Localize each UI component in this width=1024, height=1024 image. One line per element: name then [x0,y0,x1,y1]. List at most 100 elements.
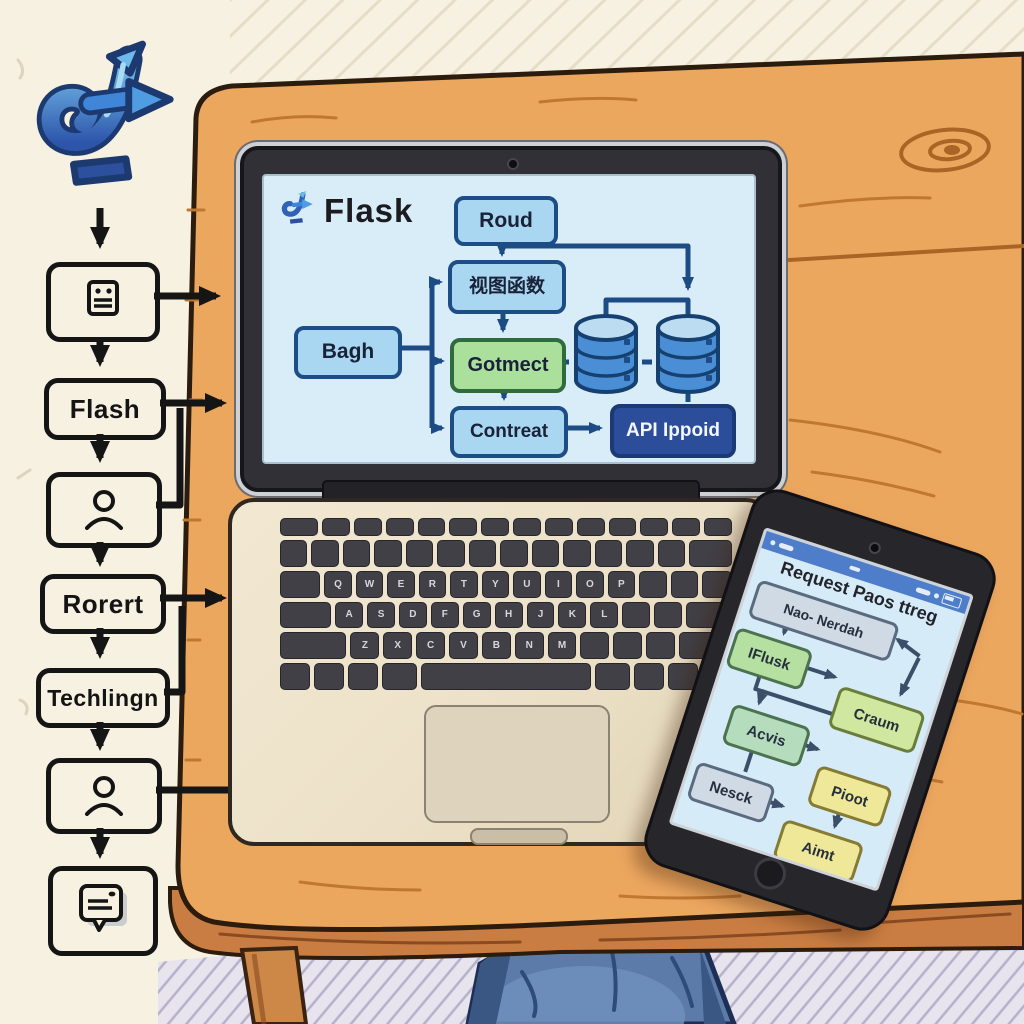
flow-box-chat-note [48,866,158,956]
keyboard-key [405,540,434,567]
keyboard-key [417,518,446,536]
keyboard-key [280,570,321,598]
database-icon [652,312,724,398]
keyboard-key [670,570,699,598]
keyboard-key [689,540,733,567]
webcam-icon [507,158,519,170]
diagram-node-bagh: Bagh [294,326,402,379]
flow-box-form-card [46,262,160,342]
keyboard-key [313,663,344,690]
keyboard-key [640,518,669,536]
flow-box-flash: Flash [44,378,166,440]
keyboard-key: G [462,601,491,629]
keyboard-key [672,518,701,536]
diagram-node-gotmect: Gotmect [450,338,566,393]
keyboard-key [626,540,654,567]
table-leg [239,945,309,1024]
keyboard-key [374,540,402,567]
keyboard-key: V [449,632,478,660]
keyboard-key [381,663,418,690]
keyboard-key [622,601,651,629]
flask-j-logo-icon [280,190,316,231]
tablet-camera-icon [867,540,883,556]
laptop-screen: Flask [240,146,782,492]
trackpad [424,705,610,823]
diagram-node-roud: Roud [454,196,558,246]
keyboard-key: S [367,601,395,629]
keyboard-key [613,632,643,660]
keyboard-key: C [416,632,446,660]
keyboard-key [280,518,319,536]
keyboard-key [385,518,414,536]
form-card-icon [79,277,127,328]
keyboard-key [280,540,308,567]
keyboard-key: K [558,601,587,629]
flask-title: Flask [324,191,414,229]
keyboard-key: D [398,601,427,629]
keyboard-key [639,570,667,598]
keyboard-key: X [383,632,413,660]
keyboard-key [322,518,350,536]
keyboard-key [481,518,510,536]
keyboard-key: M [547,632,577,660]
keyboard-key [311,540,339,567]
flow-box-person-2 [46,758,162,834]
flow-box-person-1 [46,472,162,548]
keyboard-key: W [355,570,384,598]
keyboard-key: R [418,570,447,598]
keyboard-key [657,540,686,567]
diagram-node-view-function: 视图函数 [448,260,566,314]
keyboard-key [594,663,631,690]
laptop-screen-content: Flask [262,174,756,464]
keyboard-key [634,663,665,690]
keyboard-key [531,540,560,567]
flow-label: Rorert [62,588,144,619]
keyboard-key [704,518,732,536]
keyboard-key: P [607,570,636,598]
flow-box-techlingn: Techlingn [36,668,170,728]
keyboard-key [437,540,465,567]
person-icon [81,772,127,821]
chat-note-icon [77,882,129,941]
diagram-node-contreat: Contreat [450,406,568,458]
flow-label: Techlingn [47,684,159,711]
keyboard-key: Z [350,632,380,660]
keyboard-key: A [335,601,364,629]
wood-seam-and-knot [754,127,1024,264]
keyboard-key [513,518,541,536]
diagram-node-api-ippoid: API Ippoid [610,404,736,458]
keyboard-key [654,601,682,629]
keyboard-key [576,518,605,536]
keyboard-key [354,518,382,536]
keyboard-key [280,632,347,660]
tablet: Request Paos ttreg [637,482,1003,938]
keyboard-key: Q [324,570,352,598]
keyboard-key [544,518,573,536]
flask-brand: Flask [280,190,413,231]
keyboard-key: J [526,601,555,629]
keyboard-key: U [513,570,541,598]
keyboard-key: T [450,570,478,598]
keyboard-key [580,632,610,660]
keyboard-key [594,540,623,567]
keyboard-key: L [590,601,619,629]
tablet-screen: Request Paos ttreg [668,527,975,892]
keyboard-key [449,518,478,536]
keyboard-key: E [387,570,415,598]
flow-box-rorert: Rorert [40,574,166,634]
laptop-lid-notch [470,828,568,845]
keyboard-key [280,663,310,690]
keyboard-key: Y [481,570,510,598]
keyboard-key: F [430,601,459,629]
keyboard-key: I [544,570,573,598]
laptop-diagram-arrows [394,238,694,434]
keyboard-key [280,601,332,629]
keyboard-key [608,518,637,536]
flow-label: Flash [69,393,141,424]
person-icon [81,486,127,535]
keyboard-key [421,663,591,690]
blue-j-arrow-logo [32,40,184,192]
